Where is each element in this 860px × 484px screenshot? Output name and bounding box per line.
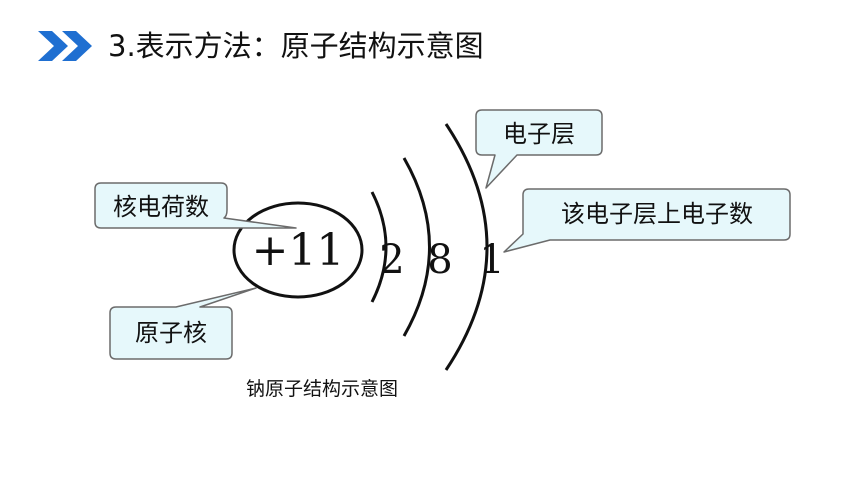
callout-nuclear-charge-text: 核电荷数 (113, 193, 209, 221)
double-chevron-right-icon (38, 31, 92, 61)
slide-title: 3.表示方法：原子结构示意图 (108, 29, 484, 63)
nucleus-circle (232, 201, 364, 299)
callout-electrons-in-shell-box (503, 188, 791, 253)
electron-shell-arc-2 (402, 157, 431, 337)
slide-header: 3.表示方法：原子结构示意图 (38, 26, 484, 66)
shell-electron-count-1: 2 (379, 237, 404, 283)
shell-electron-count-3: 1 (479, 237, 504, 283)
callout-electrons-in-shell-text: 该电子层上电子数 (561, 200, 753, 228)
shell-electron-count-2: 8 (427, 237, 452, 283)
callout-electron-shell-box (475, 109, 603, 189)
callout-nucleus-box (109, 287, 257, 360)
callout-electron-shell-text: 电子层 (503, 120, 575, 148)
nucleus-charge: +11 (252, 225, 345, 276)
callout-nucleus-text: 原子核 (135, 319, 207, 347)
electron-shell-arc-1 (370, 191, 388, 303)
callout-nuclear-charge-box (94, 182, 297, 229)
diagram-caption: 钠原子结构示意图 (246, 378, 399, 400)
electron-shell-arc-3 (444, 123, 489, 371)
